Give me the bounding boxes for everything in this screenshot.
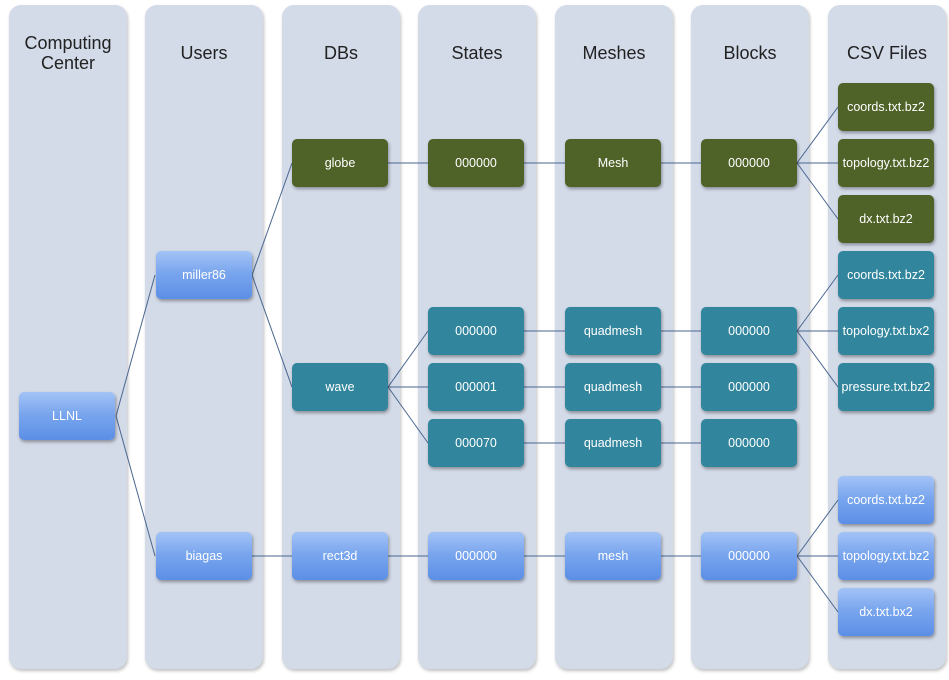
node-mesh-wave-70[interactable]: quadmesh bbox=[565, 419, 661, 467]
lane-title: Users bbox=[180, 43, 228, 63]
node-state-wave-70[interactable]: 000070 bbox=[428, 419, 524, 467]
lane-title: States bbox=[451, 43, 503, 63]
node-state-wave-0[interactable]: 000000 bbox=[428, 307, 524, 355]
node-csv-rect3d-dx[interactable]: dx.txt.bx2 bbox=[838, 588, 934, 636]
node-llnl[interactable]: LLNL bbox=[19, 392, 115, 440]
node-csv-rect3d-topology[interactable]: topology.txt.bz2 bbox=[838, 532, 934, 580]
node-state-rect3d[interactable]: 000000 bbox=[428, 532, 524, 580]
node-csv-globe-coords[interactable]: coords.txt.bz2 bbox=[838, 83, 934, 131]
node-mesh-rect3d[interactable]: mesh bbox=[565, 532, 661, 580]
edge-miller86-wave bbox=[251, 274, 293, 388]
lane-title: DBs bbox=[323, 43, 358, 63]
edge-wave-csv-pressure bbox=[796, 330, 839, 388]
node-mesh-globe[interactable]: Mesh bbox=[565, 139, 661, 187]
edge-rect3d-csv-dx bbox=[796, 555, 839, 613]
edge-wave-state0 bbox=[387, 330, 429, 388]
edge-wave-state70 bbox=[387, 386, 429, 444]
node-user-biagas[interactable]: biagas bbox=[156, 532, 252, 580]
edge-globe-csv-dx bbox=[796, 162, 839, 220]
edge-miller86-globe bbox=[251, 162, 293, 276]
node-mesh-wave-0[interactable]: quadmesh bbox=[565, 307, 661, 355]
node-csv-rect3d-coords[interactable]: coords.txt.bz2 bbox=[838, 476, 934, 524]
node-block-globe[interactable]: 000000 bbox=[701, 139, 797, 187]
node-csv-wave-pressure[interactable]: pressure.txt.bz2 bbox=[838, 363, 934, 411]
node-state-wave-1[interactable]: 000001 bbox=[428, 363, 524, 411]
node-db-globe[interactable]: globe bbox=[292, 139, 388, 187]
node-block-rect3d[interactable]: 000000 bbox=[701, 532, 797, 580]
node-csv-globe-dx[interactable]: dx.txt.bz2 bbox=[838, 195, 934, 243]
edge-rect3d-csv-coords bbox=[796, 499, 839, 557]
node-csv-wave-coords[interactable]: coords.txt.bz2 bbox=[838, 251, 934, 299]
node-user-miller86[interactable]: miller86 bbox=[156, 251, 252, 299]
lane-title: Blocks bbox=[723, 43, 777, 63]
edge-llnl-biagas bbox=[115, 415, 156, 557]
lane-title: Meshes bbox=[582, 43, 646, 63]
lane-title: CSV Files bbox=[846, 43, 927, 63]
lane-computing-center: Computing Center bbox=[9, 5, 127, 669]
node-state-globe[interactable]: 000000 bbox=[428, 139, 524, 187]
node-csv-wave-topology[interactable]: topology.txt.bx2 bbox=[838, 307, 934, 355]
edge-wave-csv-coords bbox=[796, 274, 839, 332]
node-mesh-wave-1[interactable]: quadmesh bbox=[565, 363, 661, 411]
edge-llnl-miller86 bbox=[115, 274, 156, 417]
node-db-wave[interactable]: wave bbox=[292, 363, 388, 411]
node-block-wave-1[interactable]: 000000 bbox=[701, 363, 797, 411]
edge-globe-csv-coords bbox=[796, 106, 839, 164]
node-db-rect3d[interactable]: rect3d bbox=[292, 532, 388, 580]
node-block-wave-70[interactable]: 000000 bbox=[701, 419, 797, 467]
node-csv-globe-topology[interactable]: topology.txt.bz2 bbox=[838, 139, 934, 187]
lane-title: Computing Center bbox=[24, 33, 112, 73]
node-block-wave-0[interactable]: 000000 bbox=[701, 307, 797, 355]
